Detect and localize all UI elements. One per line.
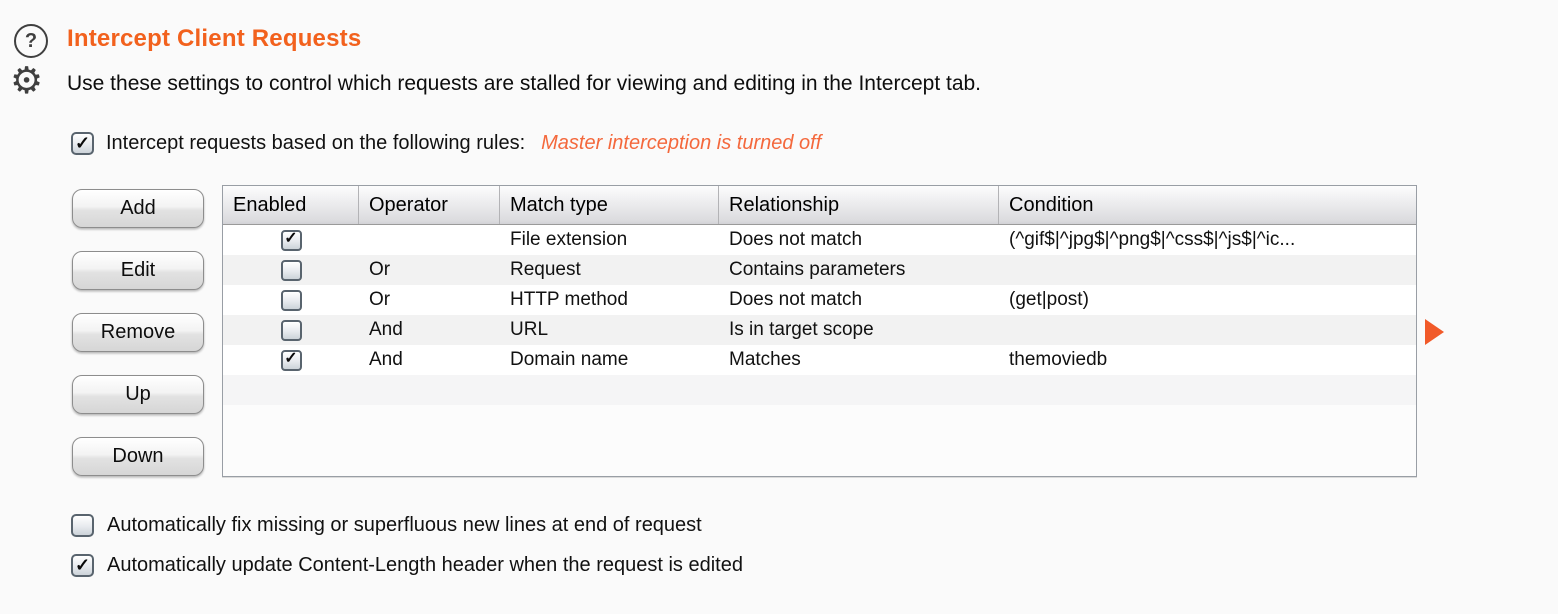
update-content-length-checkbox[interactable]: ✓ xyxy=(71,554,94,577)
row-condition: (get|post) xyxy=(1009,289,1089,310)
row-relationship: Does not match xyxy=(729,289,863,310)
table-action-buttons: Add Edit Remove Up Down xyxy=(72,189,204,476)
row-relationship: Matches xyxy=(729,349,801,370)
row-enabled-checkbox[interactable]: ✓ xyxy=(280,319,302,341)
up-button[interactable]: Up xyxy=(72,375,204,414)
row-enabled-checkbox[interactable]: ✓ xyxy=(280,259,302,281)
row-enabled-checkbox[interactable]: ✓ xyxy=(280,349,302,371)
update-content-length-label: Automatically update Content-Length head… xyxy=(107,554,743,576)
fix-newlines-label: Automatically fix missing or superfluous… xyxy=(107,514,702,536)
page-subtitle: Use these settings to control which requ… xyxy=(67,72,982,95)
row-operator: And xyxy=(369,319,403,340)
empty-table-stripe xyxy=(223,375,1416,405)
header-condition: Condition xyxy=(1009,193,1094,216)
row-enabled-checkbox[interactable]: ✓ xyxy=(280,229,302,251)
row-operator xyxy=(359,225,500,255)
row-operator: Or xyxy=(369,259,391,280)
row-condition: themoviedb xyxy=(1009,349,1108,370)
fix-newlines-option: ✓ Automatically fix missing or superfluo… xyxy=(71,514,743,537)
help-icon[interactable]: ? xyxy=(14,24,48,58)
checkmark-icon: ✓ xyxy=(74,554,91,575)
table-row[interactable]: ✓ And Domain name Matches themoviedb xyxy=(223,345,1416,375)
header-operator: Operator xyxy=(359,186,500,224)
row-relationship: Contains parameters xyxy=(729,259,906,280)
intercept-rules-checkbox[interactable]: ✓ xyxy=(71,132,94,155)
footer-options: ✓ Automatically fix missing or superfluo… xyxy=(71,514,743,577)
rules-table-header: Enabled Operator Match type Relationship… xyxy=(223,186,1416,225)
remove-button[interactable]: Remove xyxy=(72,313,204,352)
row-match-type: Domain name xyxy=(510,349,629,370)
row-operator: Or xyxy=(369,289,391,310)
add-button[interactable]: Add xyxy=(72,189,204,228)
edit-button[interactable]: Edit xyxy=(72,251,204,290)
header-enabled: Enabled xyxy=(223,186,359,224)
row-match-type: File extension xyxy=(510,229,628,250)
table-row[interactable]: ✓ File extension Does not match (^gif$|^… xyxy=(223,225,1416,255)
table-row[interactable]: ✓ And URL Is in target scope xyxy=(223,315,1416,345)
update-content-length-option: ✓ Automatically update Content-Length he… xyxy=(71,554,743,577)
page-title: Intercept Client Requests xyxy=(67,25,362,52)
master-interception-warning: Master interception is turned off xyxy=(541,132,822,154)
intercept-rules-label: Intercept requests based on the followin… xyxy=(106,132,526,154)
row-match-type: Request xyxy=(510,259,581,280)
row-condition: (^gif$|^jpg$|^png$|^css$|^js$|^ic... xyxy=(1009,229,1296,250)
row-relationship: Is in target scope xyxy=(729,319,874,340)
table-row[interactable]: ✓ Or Request Contains parameters xyxy=(223,255,1416,285)
checkmark-icon: ✓ xyxy=(74,132,91,153)
table-row[interactable]: ✓ Or HTTP method Does not match (get|pos… xyxy=(223,285,1416,315)
row-operator: And xyxy=(369,349,403,370)
row-relationship: Does not match xyxy=(729,229,863,250)
down-button[interactable]: Down xyxy=(72,437,204,476)
rules-table: Enabled Operator Match type Relationship… xyxy=(222,185,1417,477)
selected-row-arrow-icon xyxy=(1425,319,1444,345)
checkmark-icon: ✓ xyxy=(284,230,298,247)
fix-newlines-checkbox[interactable]: ✓ xyxy=(71,514,94,537)
row-condition xyxy=(999,315,1416,345)
header-match-type: Match type xyxy=(500,186,719,224)
row-enabled-checkbox[interactable]: ✓ xyxy=(280,289,302,311)
row-condition xyxy=(999,255,1416,285)
rules-table-body: ✓ File extension Does not match (^gif$|^… xyxy=(223,225,1416,405)
row-match-type: HTTP method xyxy=(510,289,628,310)
header-relationship: Relationship xyxy=(719,186,999,224)
checkmark-icon: ✓ xyxy=(284,350,298,367)
gear-icon: ⚙ xyxy=(10,60,44,101)
master-rule-row: ✓ Intercept requests based on the follow… xyxy=(71,132,821,155)
row-match-type: URL xyxy=(510,319,549,340)
